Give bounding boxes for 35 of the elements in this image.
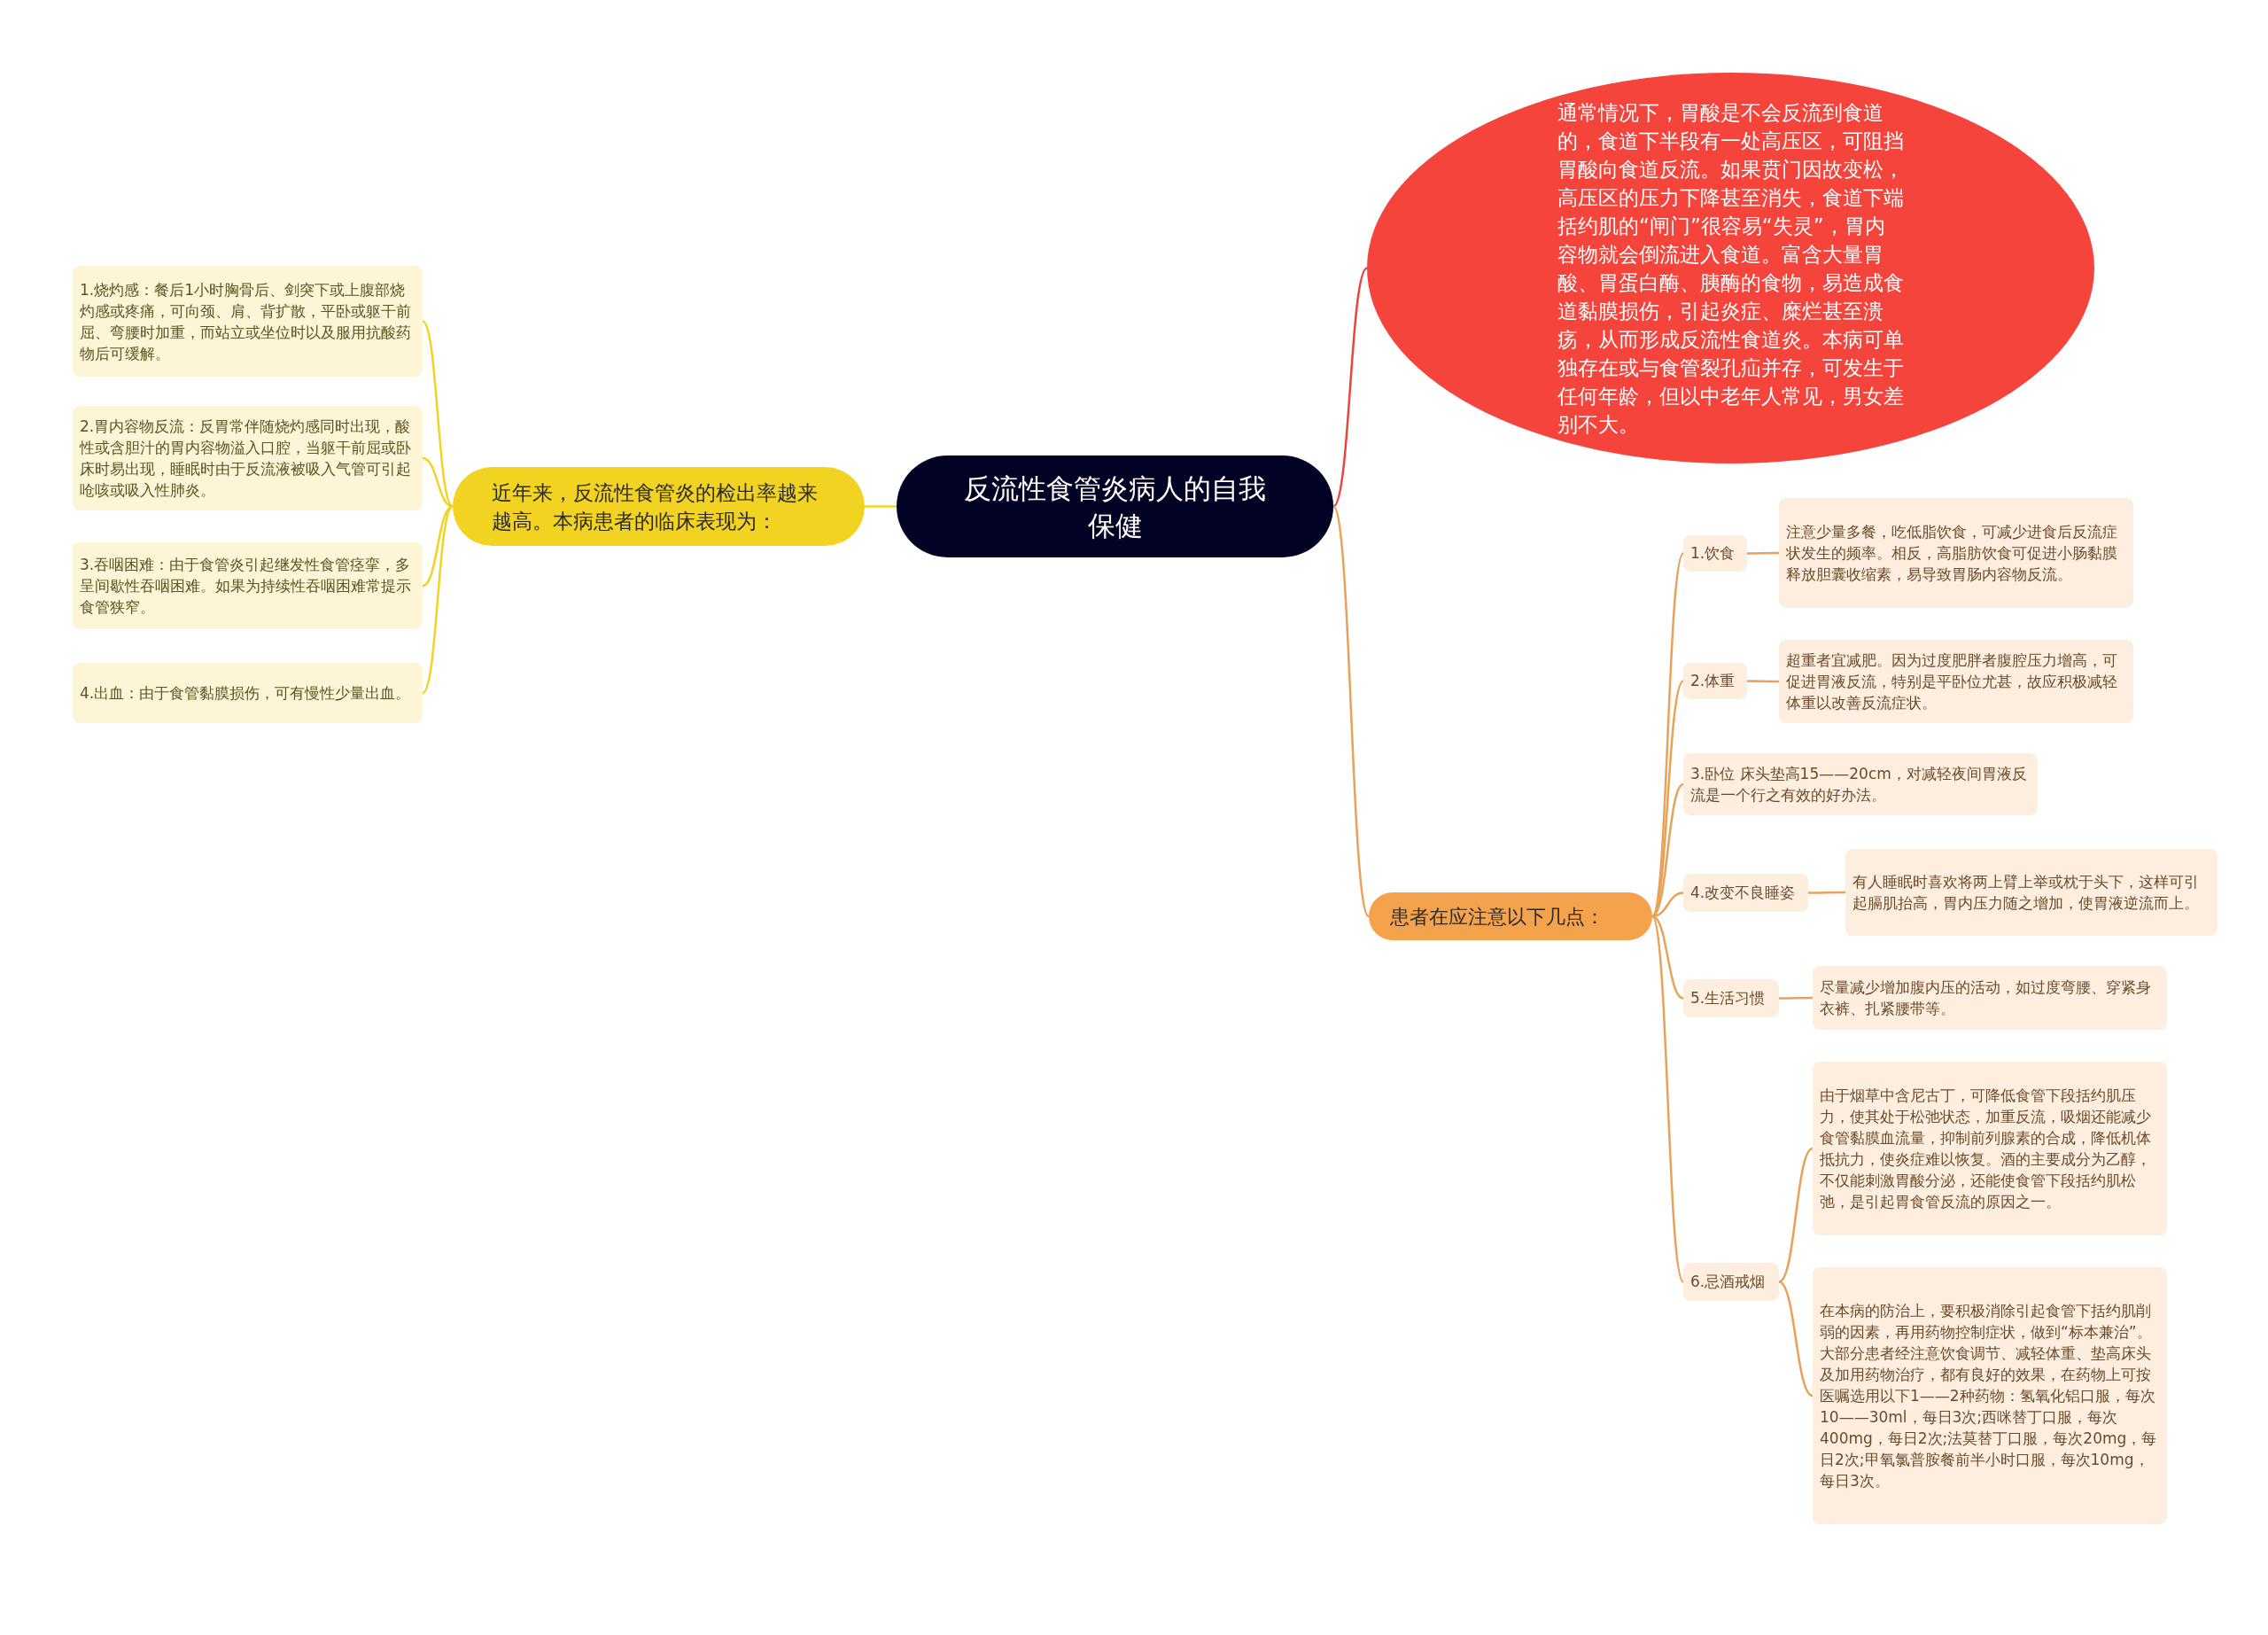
- symptom-card: 2.胃内容物反流：反胃常伴随烧灼感同时出现，酸性或含胆汁的胃内容物溢入口腔，当躯干前屈或卧床时易出现，睡眠时由于反流液被吸入气管可引起呛咳或吸入性肺炎。: [73, 406, 423, 510]
- branch-topic: 近年来，反流性食管炎的检出率越来越高。本病患者的临床表现为：: [453, 467, 865, 546]
- subtopic-label: 2.体重: [1683, 663, 1747, 699]
- symptom-card: 1.烧灼感：餐后1小时胸骨后、剑突下或上腹部烧灼感或疼痛，可向颈、肩、背扩散，平卧或躯干前屈、弯腰时加重，而站立或坐位时以及服用抗酸药物后可缓解。: [73, 266, 423, 377]
- detail-card: 尽量减少增加腹内压的活动，如过度弯腰、穿紧身衣裤、扎紧腰带等。: [1813, 966, 2167, 1030]
- detail-card: 由于烟草中含尼古丁，可降低食管下段括约肌压力，使其处于松弛状态，加重反流，吸烟还能减少食管黏膜血流量，抑制前列腺素的合成，降低机体抵抗力，使炎症难以恢复。酒的主要成分为乙醇，不仅能刺激胃酸分泌，还能使食管下段括约肌松弛，是引起胃食管反流的原因之一。: [1813, 1062, 2167, 1235]
- connector-line: [1747, 680, 1779, 683]
- connector-line: [1651, 915, 1684, 1000]
- subtopic-label: 6.忌酒戒烟: [1683, 1263, 1779, 1301]
- detail-card: 在本病的防治上，要积极消除引起食管下括约肌削弱的因素，再用药物控制症状，做到“标本兼治”。大部分患者经注意饮食调节、减轻体重、垫高床头及加用药物治疗，都有良好的效果，在药物上可按医嘱选用以下1——2种药物：氢氧化铝口服，每次10——30ml，每日3次;西咪替丁口服，每次400mg，每日2次;法莫替丁口服，每次20mg，每日2次;甲氧氯普胺餐前半小时口服，每次10mg，每日3次。: [1813, 1267, 2167, 1524]
- connector-line: [1651, 915, 1685, 1283]
- branch-topic: 患者在应注意以下几点：: [1369, 892, 1652, 940]
- connector-line: [1808, 891, 1845, 894]
- detail-card: 注意少量多餐，吃低脂饮食，可减少进食后反流症状发生的频率。相反，高脂肪饮食可促进小肠黏膜释放胆囊收缩素，易导致胃肠内容物反流。: [1779, 498, 2133, 608]
- detail-card: 超重者宜减肥。因为过度肥胖者腹腔压力增高，可促进胃液反流，特别是平卧位尤甚，故应积极减轻体重以改善反流症状。: [1779, 640, 2133, 723]
- connector-line: [422, 505, 454, 588]
- connector-line: [1332, 267, 1368, 508]
- symptom-card: 4.出血：由于食管黏膜损伤，可有慢性少量出血。: [73, 663, 423, 723]
- connector-line: [1779, 996, 1813, 1000]
- subtopic-card: 3.卧位 床头垫高15——20cm，对减轻夜间胃液反流是一个行之有效的好办法。: [1683, 753, 2038, 815]
- connector-line: [1747, 551, 1779, 555]
- connector-line: [865, 505, 897, 508]
- explanation-oval: 通常情况下，胃酸是不会反流到食道的，食道下半段有一处高压区，可阻挡胃酸向食道反流。如果贲门因故变松，高压区的压力下降甚至消失，食道下端括约肌的“闸门”很容易“失灵”，胃内容物就会倒流进入食道。富含大量胃酸、胃蛋白酶、胰酶的食物，易造成食道黏膜损伤，引起炎症、糜烂甚至溃疡，从而形成反流性食道炎。本病可单独存在或与食管裂孔疝并存，可发生于任何年龄，但以中老年人常见，男女差别不大。: [1367, 73, 2094, 463]
- connector-line: [1778, 1281, 1814, 1398]
- detail-card: 有人睡眠时喜欢将两上臂上举或枕于头下，这样可引起膈肌抬高，胃内压力随之增加，使胃液逆流而上。: [1845, 849, 2218, 936]
- connector-line: [1651, 552, 1685, 917]
- symptom-card: 3.吞咽困难：由于食管炎引起继发性食管痉挛，多呈间歇性吞咽困难。如果为持续性吞咽困难常提示食管狭窄。: [73, 542, 423, 629]
- subtopic-label: 4.改变不良睡姿: [1683, 874, 1808, 912]
- connector-line: [422, 505, 454, 694]
- connector-line: [422, 320, 454, 508]
- central-topic: 反流性食管炎病人的自我保健: [897, 455, 1333, 557]
- connector-line: [1332, 505, 1371, 917]
- connector-line: [1778, 1147, 1814, 1283]
- subtopic-label: 5.生活习惯: [1683, 979, 1779, 1017]
- subtopic-label: 1.饮食: [1683, 535, 1747, 572]
